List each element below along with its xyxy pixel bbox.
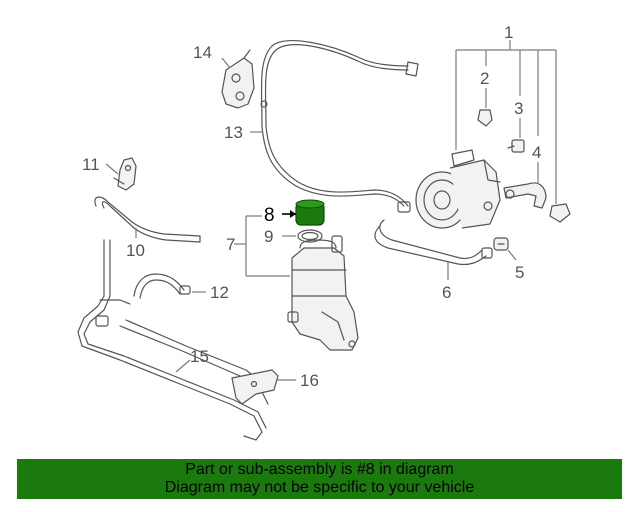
part-4-pipe-fitting [503,182,547,209]
part-16-bracket [231,369,279,405]
fitment-notice-banner: Part or sub-assembly is #8 in diagram Di… [17,459,622,499]
cooler-lines [77,239,269,441]
pump-mount-bolt [549,203,571,223]
callout-9[interactable]: 9 [264,227,273,246]
part-12-hose [133,273,191,299]
part-2-fitting [477,109,493,127]
callout-2[interactable]: 2 [480,69,489,88]
callout-6[interactable]: 6 [442,283,451,302]
part-13-pressure-hose [260,40,419,213]
callout-3[interactable]: 3 [514,99,523,118]
callout-5[interactable]: 5 [515,263,524,282]
part-14-bracket [221,49,255,109]
part-5-clamp [493,237,509,251]
part-1-power-steering-pump [415,149,501,229]
callout-7[interactable]: 7 [226,235,235,254]
callout-14[interactable]: 14 [193,43,212,62]
part-11-clip [113,157,137,191]
part-9-seal [297,229,323,243]
callout-16[interactable]: 16 [300,371,319,390]
callout-1-leader [455,40,557,204]
callout-10[interactable]: 10 [126,241,145,260]
banner-line-2: Diagram may not be specific to your vehi… [164,479,475,496]
callout-11[interactable]: 11 [82,155,100,174]
part-3-bolt [507,139,525,153]
part-6-hose [374,219,493,266]
callout-1[interactable]: 1 [504,23,513,42]
banner-line-1: Part or sub-assembly is #8 in diagram [185,461,454,478]
callout-13[interactable]: 13 [224,123,243,142]
callout-8[interactable]: 8 [264,205,275,226]
parts-diagram: 14 13 11 10 12 [77,23,571,441]
part-8-reservoir-cap [295,199,325,226]
callout-12[interactable]: 12 [210,283,229,302]
part-10-return-hose [94,196,201,243]
callout-15[interactable]: 15 [190,347,209,366]
part-7-reservoir [287,235,359,351]
callout-4[interactable]: 4 [532,143,541,162]
